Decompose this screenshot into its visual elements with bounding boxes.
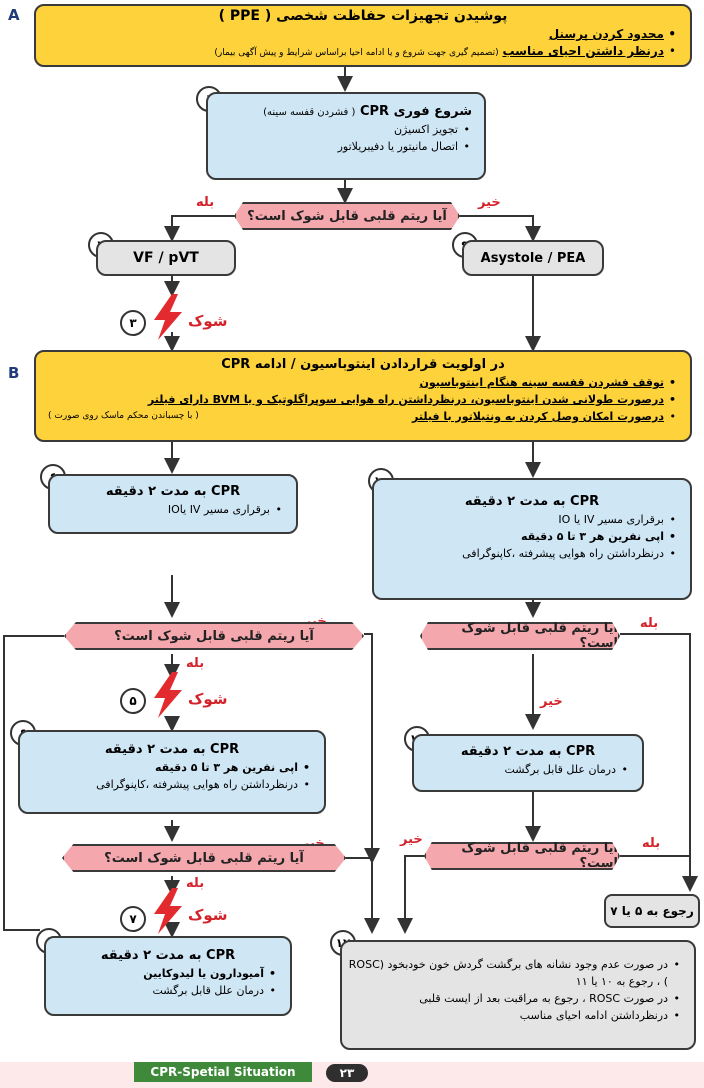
return-label: رجوع به ۵ یا ۷: [610, 904, 694, 918]
decision1-yes-label: بله: [196, 195, 215, 210]
ppe-title: پوشیدن تجهیزات حفاظت شخصی ( PPE ): [218, 8, 508, 24]
decision1-no-label: خیر: [478, 195, 501, 210]
rosc-box: در صورت عدم وجود نشانه های برگشت گردش خو…: [340, 940, 696, 1050]
cpr-box-4: CPR به مدت ۲ دقیقه برقراری مسیر IV یاIO: [48, 474, 298, 534]
decision-shockable-1: آیا ریتم قلبی قابل شوک است؟: [234, 202, 460, 230]
decision-shockable-3: آیا ریتم قلبی قابل شوک است؟: [420, 622, 620, 650]
cpr-box-10-title: CPR به مدت ۲ دقیقه: [464, 494, 600, 509]
cpr-box-6: CPR به مدت ۲ دقیقه اپی نفرین هر ۳ تا ۵ د…: [18, 730, 326, 814]
intubation-title: در اولویت قراردادن اینتوباسیون / ادامه C…: [221, 357, 505, 372]
box11-no-label: خیر: [540, 694, 563, 709]
intubation-list: توقف فشردن قفسه سینه هنگام اینتوباسیون د…: [36, 374, 676, 425]
cpr-box-11-title: CPR به مدت ۲ دقیقه: [460, 744, 596, 759]
shock-label: شوک: [188, 690, 228, 708]
decision-shockable-2: آیا ریتم قلبی قابل شوک است؟: [64, 622, 364, 650]
step-number-7: ۷: [120, 906, 146, 932]
list-item: در صورت ROSC ، رجوع به مراقبت بعد از ایس…: [342, 990, 680, 1007]
shock7-yes-label: بله: [186, 876, 205, 891]
cpr-start-title: شروع فوری CPR ( فشردن قفسه سینه): [263, 104, 472, 119]
cpr-box-10: CPR به مدت ۲ دقیقه برقراری مسیر IV یا IO…: [372, 478, 692, 600]
cpr-box-8-title: CPR به مدت ۲ دقیقه: [100, 948, 236, 963]
decision-shockable-5: آیا ریتم قلبی قابل شوک است؟: [424, 842, 620, 870]
shock-label: شوک: [188, 312, 228, 330]
ppe-list: محدود کردن پرسنل درنظر داشتن احیای مناسب…: [36, 26, 676, 62]
shock-bolt-icon: [154, 294, 182, 340]
list-item: توقف فشردن قفسه سینه هنگام اینتوباسیون: [36, 374, 676, 391]
list-item: درنظرداشتن راه هوایی پیشرفته ،کاپنوگرافی: [374, 545, 676, 562]
footer-tab: CPR-Spetial Situation: [134, 1062, 312, 1082]
list-item: اپی نفرین هر ۳ تا ۵ دقیقه: [374, 528, 676, 545]
list-item: آمیودارون یا لیدوکایین: [46, 965, 276, 982]
return-box: رجوع به ۵ یا ۷: [604, 894, 700, 928]
shock-bolt-icon: [154, 672, 182, 718]
list-item: درنظرداشتن ادامه احیای مناسب: [342, 1007, 680, 1024]
list-item: درصورت طولانی شدن اینتوباسیون، درنظرداشت…: [36, 391, 676, 408]
cpr-start-box: شروع فوری CPR ( فشردن قفسه سینه) تجویز ا…: [206, 92, 486, 180]
cpr-start-list: تجویز اکسیژن اتصال مانیتور یا دفیبریلاتو…: [208, 121, 470, 155]
ppe-item: درنظر داشتن احیای مناسب (تصمیم گیری جهت …: [36, 43, 676, 62]
cpr-box-11: CPR به مدت ۲ دقیقه درمان علل قابل برگشت: [412, 734, 644, 792]
cpr-box-6-title: CPR به مدت ۲ دقیقه: [104, 742, 240, 757]
intubation-box: در اولویت قراردادن اینتوباسیون / ادامه C…: [34, 350, 692, 442]
list-item: تجویز اکسیژن: [208, 121, 470, 138]
shock5-yes-label: بله: [186, 656, 205, 671]
shock-bolt-icon: [154, 888, 182, 934]
list-item: درصورت امکان وصل کردن به ونتیلاتور با فی…: [36, 408, 676, 425]
ppe-item: محدود کردن پرسنل: [36, 26, 676, 43]
step-number-5: ۵: [120, 688, 146, 714]
vf-pvt-label: VF / pVT: [133, 250, 199, 266]
list-item: اتصال مانیتور یا دفیبریلاتور: [208, 138, 470, 155]
step-number-3: ۳: [120, 310, 146, 336]
cpr-box-4-title: CPR به مدت ۲ دقیقه: [105, 484, 241, 499]
decision3-yes-label: بله: [640, 616, 659, 631]
list-item: برقراری مسیر IV یا IO: [374, 511, 676, 528]
list-item: درنظرداشتن راه هوایی پیشرفته ،کاپنوگرافی: [20, 776, 310, 793]
decision5-yes-label: بله: [642, 836, 661, 851]
ppe-box: پوشیدن تجهیزات حفاظت شخصی ( PPE ) محدود …: [34, 4, 692, 67]
asystole-pea-box: Asystole / PEA: [462, 240, 604, 276]
page-number: ۲۳: [326, 1064, 368, 1082]
vf-pvt-box: VF / pVT: [96, 240, 236, 276]
section-letter-a: A: [8, 6, 20, 24]
list-item: اپی نفرین هر ۳ تا ۵ دقیقه: [20, 759, 310, 776]
shock-label: شوک: [188, 906, 228, 924]
asystole-pea-label: Asystole / PEA: [480, 250, 586, 266]
list-item: در صورت عدم وجود نشانه های برگشت گردش خو…: [342, 956, 680, 990]
list-item: درمان علل قابل برگشت: [46, 982, 276, 999]
decision-shockable-4: آیا ریتم قلبی قابل شوک است؟: [62, 844, 346, 872]
list-item: درمان علل قابل برگشت: [414, 761, 628, 778]
list-item: برقراری مسیر IV یاIO: [50, 501, 282, 518]
decision5-no-label: خیر: [400, 832, 423, 847]
section-letter-b: B: [8, 364, 20, 382]
cpr-box-8: CPR به مدت ۲ دقیقه آمیودارون یا لیدوکایی…: [44, 936, 292, 1016]
